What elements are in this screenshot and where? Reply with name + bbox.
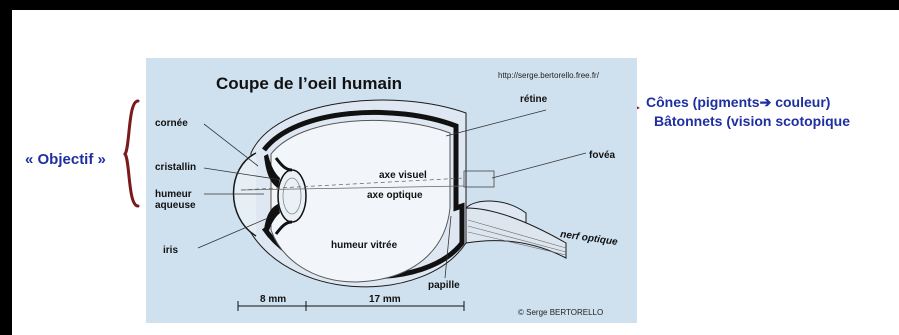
credit: © Serge BERTORELLO [518, 308, 603, 317]
label-fovea: fovéa [589, 150, 615, 161]
cornea [234, 153, 257, 236]
label-dim-8mm: 8 mm [260, 294, 286, 305]
eye-diagram: Coupe de l’oeil humain http://serge.bert… [146, 58, 637, 323]
label-cristallin: cristallin [155, 162, 196, 173]
label-papille: papille [428, 280, 460, 291]
label-dim-17mm: 17 mm [369, 294, 401, 305]
label-axe-visuel: axe visuel [379, 170, 427, 181]
objectif-label: « Objectif » [25, 151, 106, 168]
fovea-marker [464, 171, 494, 187]
right-arrow-icon: ➔ [760, 94, 772, 110]
cones-label: Cônes (pigments➔ couleur) [646, 94, 830, 111]
label-iris: iris [163, 245, 178, 256]
slide: « Objectif » Cônes (pigments➔ couleur) B… [12, 10, 899, 335]
objectif-bracket [122, 98, 146, 210]
batonnets-label: Bâtonnets (vision scotopique [654, 113, 850, 129]
label-axe-optique: axe optique [367, 190, 423, 201]
label-retine: rétine [520, 94, 547, 105]
label-humeur-vitree: humeur vitrée [331, 240, 397, 251]
label-cornee: cornée [155, 118, 188, 129]
